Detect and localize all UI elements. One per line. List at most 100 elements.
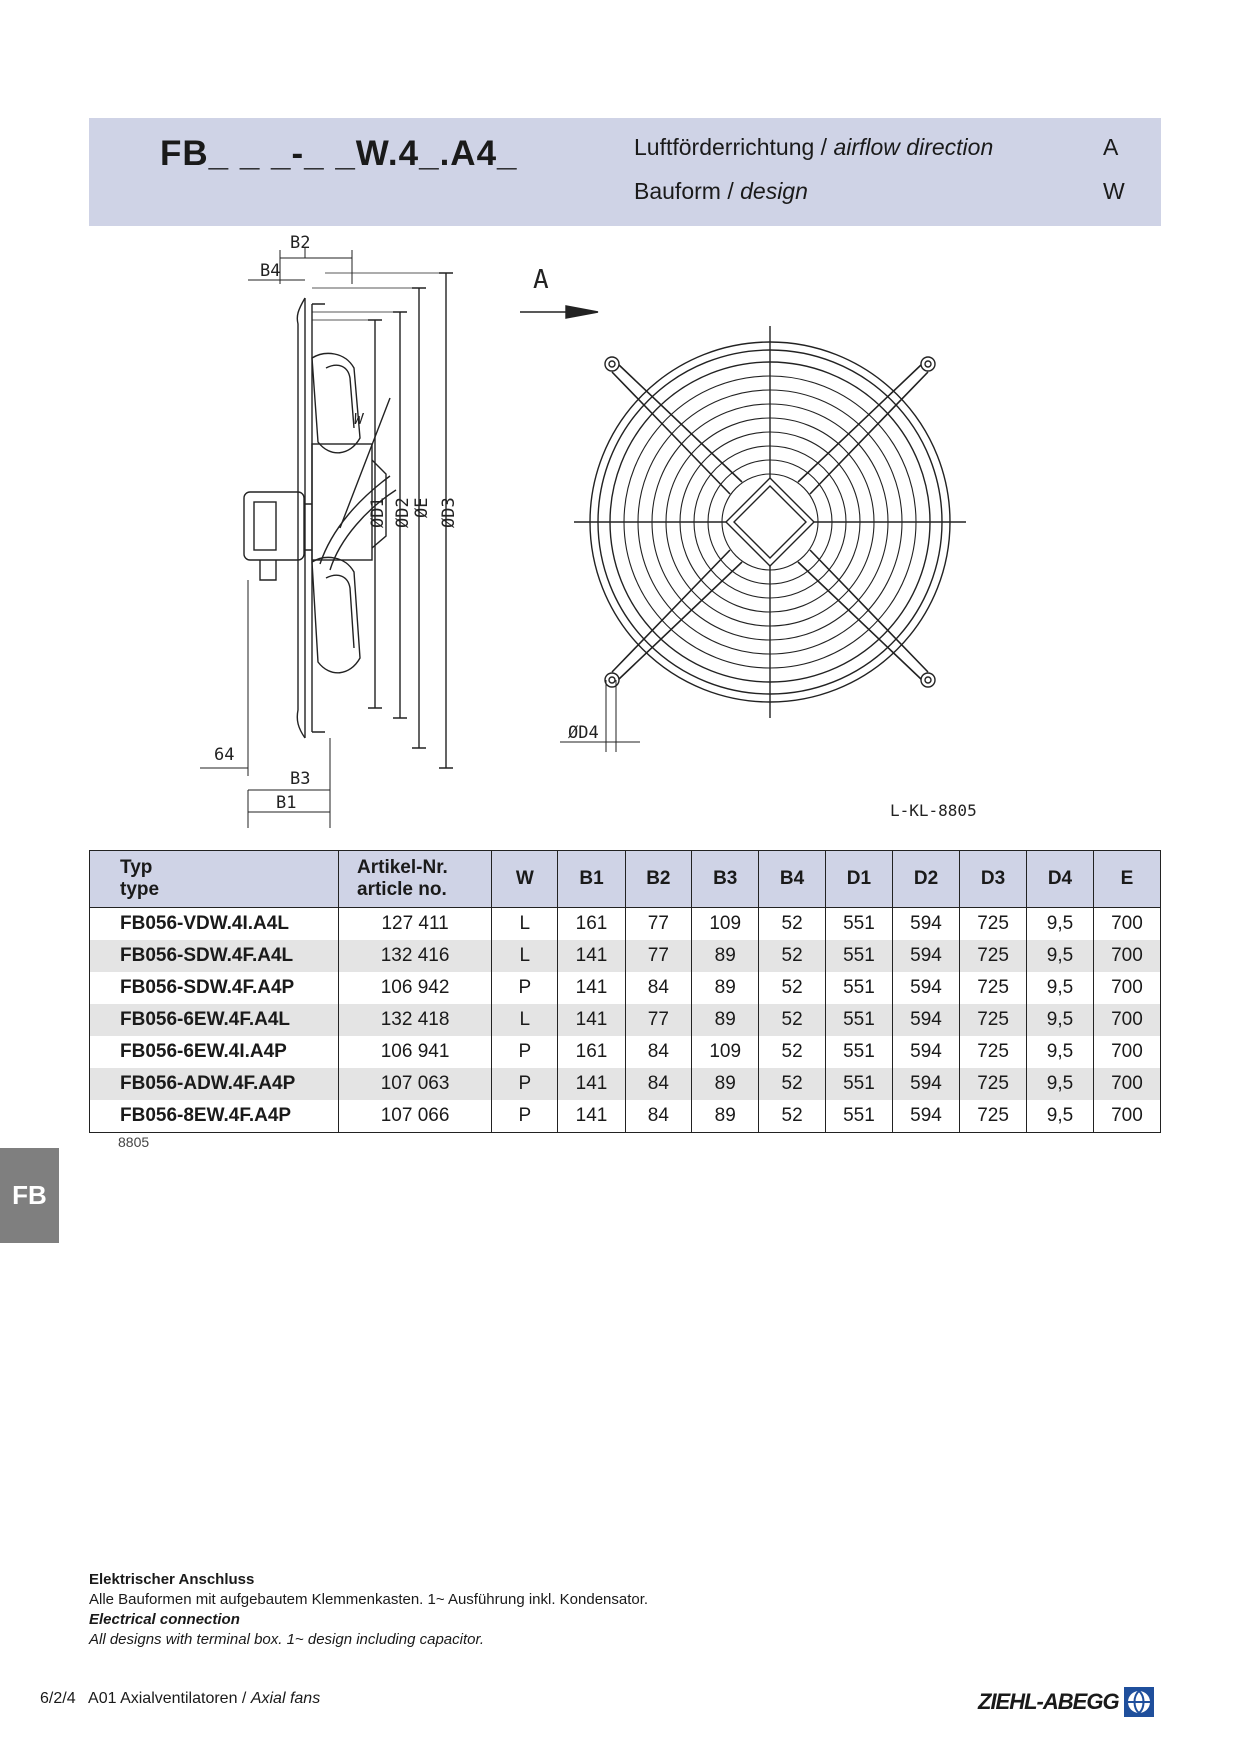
cell-d3: 725 [959, 972, 1028, 1004]
cell-d4: 9,5 [1026, 1036, 1094, 1068]
cell-type: FB056-ADW.4F.A4P [88, 1068, 340, 1100]
cell-d4: 9,5 [1026, 907, 1094, 940]
col-e: E [1092, 850, 1162, 908]
cell-b4: 52 [758, 940, 826, 972]
dim-b3-label: B3 [290, 769, 310, 789]
dim-w-label: W [354, 410, 365, 428]
cell-d2: 594 [891, 1068, 961, 1100]
cell-d3: 725 [959, 1068, 1028, 1100]
cell-e: 700 [1092, 940, 1162, 972]
cell-b2: 84 [624, 1100, 693, 1133]
drawing-reference: L-KL-8805 [890, 801, 977, 820]
dim-d2-label: ØD2 [393, 497, 413, 528]
cell-type: FB056-VDW.4I.A4L [88, 907, 340, 940]
cell-type: FB056-6EW.4F.A4L [88, 1004, 340, 1036]
cell-b2: 84 [624, 1036, 693, 1068]
cell-b4: 52 [758, 1068, 826, 1100]
brand-name: ZIEHL-ABEGG [978, 1689, 1120, 1714]
col-b4: B4 [758, 850, 826, 908]
dim-d1-label: ØD1 [368, 497, 388, 528]
cell-d1: 551 [824, 1100, 893, 1133]
cell-e: 700 [1092, 1004, 1162, 1036]
design-label-de: Bauform / [634, 178, 734, 204]
brand-logo: ZIEHL-ABEGG [978, 1686, 1155, 1718]
cell-type: FB056-SDW.4F.A4L [88, 940, 340, 972]
col-w: W [491, 850, 559, 908]
front-view [574, 326, 966, 718]
airflow-arrow: A [520, 265, 599, 319]
cell-b4: 52 [758, 907, 826, 940]
dim-d4-label: ØD4 [568, 723, 599, 743]
cell-w: L [491, 940, 559, 972]
cell-d1: 551 [824, 1068, 893, 1100]
cell-d2: 594 [891, 972, 961, 1004]
cell-d2: 594 [891, 1004, 961, 1036]
cell-d1: 551 [824, 1036, 893, 1068]
cell-d3: 725 [959, 940, 1028, 972]
design-label-en: design [740, 178, 808, 204]
cell-d3: 725 [959, 907, 1028, 940]
col-d4: D4 [1026, 850, 1094, 908]
cell-b1: 141 [557, 1004, 626, 1036]
cell-w: P [491, 1036, 559, 1068]
side-view: W ØD1 ØD2 ØE ØD3 B2 B4 64 B3 B1 [200, 233, 459, 828]
arrow-a-label: A [533, 265, 549, 295]
dim-e-label: ØE [412, 498, 432, 518]
airflow-code: A [1103, 134, 1119, 160]
design-label: Bauform / design [634, 178, 808, 205]
col-type-en: type [120, 879, 160, 900]
dim-d4: ØD4 [560, 680, 640, 752]
cell-w: P [491, 1068, 559, 1100]
cell-b4: 52 [758, 972, 826, 1004]
col-article-en: article no. [357, 879, 447, 900]
cell-b1: 141 [557, 1068, 626, 1100]
dim-64-label: 64 [214, 745, 234, 765]
cell-e: 700 [1092, 972, 1162, 1004]
cell-article: 132 418 [338, 1004, 493, 1036]
cell-b1: 141 [557, 940, 626, 972]
airflow-direction-label: Luftförderrichtung / airflow direction [634, 134, 993, 161]
side-tab: FB [0, 1148, 59, 1243]
cell-b1: 161 [557, 907, 626, 940]
cell-d4: 9,5 [1026, 972, 1094, 1004]
cell-d2: 594 [891, 940, 961, 972]
cell-d4: 9,5 [1026, 1004, 1094, 1036]
cell-e: 700 [1092, 1068, 1162, 1100]
cell-b3: 89 [691, 1068, 760, 1100]
cell-d2: 594 [891, 907, 961, 940]
cell-b3: 89 [691, 940, 760, 972]
airflow-label-en: airflow direction [833, 134, 994, 160]
dim-b2-label: B2 [290, 233, 310, 253]
cell-b3: 109 [691, 907, 760, 940]
cell-b1: 141 [557, 972, 626, 1004]
dim-b1-label: B1 [276, 793, 296, 813]
cell-d1: 551 [824, 1004, 893, 1036]
cell-e: 700 [1092, 1036, 1162, 1068]
technical-drawing: W ØD1 ØD2 ØE ØD3 B2 B4 64 B3 B1 A [200, 228, 1030, 840]
cell-article: 106 941 [338, 1036, 493, 1068]
cell-b3: 89 [691, 1004, 760, 1036]
cell-b4: 52 [758, 1036, 826, 1068]
col-type-de: Typ [120, 857, 153, 878]
cell-d2: 594 [891, 1036, 961, 1068]
header-band: FB_ _ _-_ _W.4_.A4_ Luftförderrichtung /… [89, 118, 1161, 226]
cell-d1: 551 [824, 940, 893, 972]
cell-article: 106 942 [338, 972, 493, 1004]
cell-b3: 89 [691, 1100, 760, 1133]
cell-b2: 77 [624, 940, 693, 972]
cell-d1: 551 [824, 972, 893, 1004]
cell-w: L [491, 907, 559, 940]
cell-w: P [491, 1100, 559, 1133]
col-d1: D1 [824, 850, 893, 908]
cell-b1: 141 [557, 1100, 626, 1133]
